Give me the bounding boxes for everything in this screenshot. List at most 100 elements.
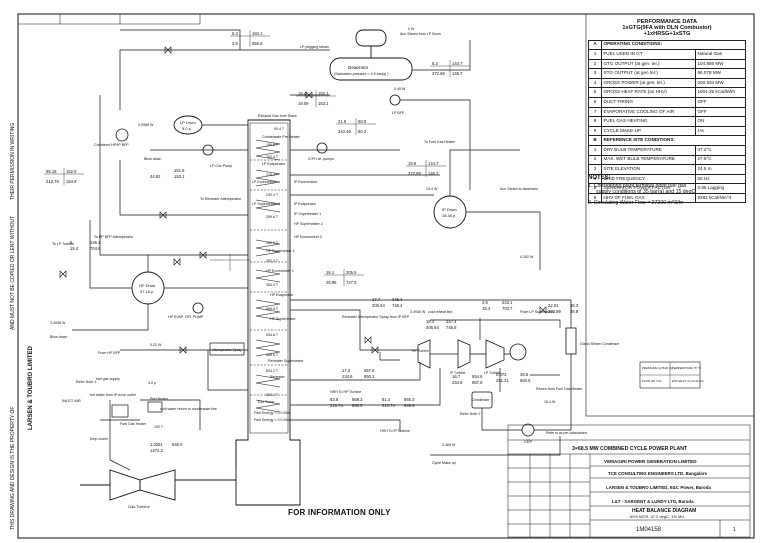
note-1b: supply conditions of 35 bar(a) and 15 de… xyxy=(596,189,696,195)
val-m6-p: 17.2 xyxy=(342,368,351,373)
fuel-gas-heater xyxy=(111,404,129,418)
val-to-lp-t: 245.1 xyxy=(90,240,101,245)
val-bfp-w: 272.99 xyxy=(408,171,421,176)
val-e2-t: 151.6 xyxy=(174,168,185,173)
legend-enthalpy: ENTHALPY (h) KCAL/KG xyxy=(672,379,704,383)
val-to-lp-w: 15.4 xyxy=(70,246,79,251)
label-refer-note-2: Refer Note 2 xyxy=(460,412,480,416)
label-to-lp-turbine: To LP Turbine xyxy=(52,242,74,246)
label-ip-econ: IP Economiser xyxy=(294,180,318,184)
label-exhaust: Exhaust Gas from Stack xyxy=(258,114,297,118)
hp-drum-sub: 97.18 p xyxy=(140,289,154,294)
tb-rev: 1 xyxy=(733,527,736,533)
temp-11: 534.8 T xyxy=(266,333,279,337)
label-emp-cooler: Emp cooler xyxy=(90,437,109,441)
val-m3-p: 4.9 xyxy=(482,300,488,305)
temp-10: 469.4 T xyxy=(266,307,279,311)
perf-row-index: 7 xyxy=(588,106,602,118)
performance-data: PERFORMANCE DATA 1xGTG(9FA with DLN Comb… xyxy=(588,19,746,204)
flow-3: 15.4 W xyxy=(426,187,438,191)
val-e1-p: 95.19 xyxy=(46,169,57,174)
temp-6: 259.8 T xyxy=(266,215,279,219)
temp-9: 383.4 T xyxy=(266,283,279,287)
label-exit-temp: Exit Temp xyxy=(258,400,274,404)
label-cycle-makeup: Cycle Make up xyxy=(432,461,456,465)
margin-text-4: THEIR PERMISSION IN WRITING xyxy=(10,123,16,200)
gas-turbine xyxy=(80,469,236,501)
val-m10-w: 210.74 xyxy=(382,403,395,408)
perf-row-value: Natural Gas xyxy=(695,49,746,60)
flow-1: 0.0989 W xyxy=(138,123,154,127)
val-m4-h: 36.8 xyxy=(570,309,579,314)
cep-label: CEP xyxy=(524,439,533,444)
margin-text-3: AND MUST NOT BE COPIED OR LENT WITHOUT xyxy=(10,216,16,330)
label-return-fuel: Return from Fuel Gas Heater xyxy=(536,387,583,391)
label-hp-sh1: HP Superheater 1 xyxy=(266,249,295,253)
val-m1-p: 18.1 xyxy=(326,270,335,275)
val-m9-w: 210.74 xyxy=(330,403,343,408)
label-blow-down-2: Blow down xyxy=(50,335,67,339)
perf-sub2: +1xHRSG+1xSTG xyxy=(643,30,691,37)
val-m7-h: 887.8 xyxy=(472,380,483,385)
ip-turbine-label: IP Turbine xyxy=(450,371,466,375)
icph-pump xyxy=(316,142,328,154)
val-m8-h: 650.5 xyxy=(520,378,531,383)
val-m6-t: 557.6 xyxy=(364,368,375,373)
val-m4-t: 36.3 xyxy=(570,303,579,308)
perf-section-id: B xyxy=(588,135,602,146)
legend-temperature: TEMPERATURE (T) °C xyxy=(672,366,701,370)
label-reheater-att-spray: Reheater Attemperator Spray from IP BFP xyxy=(342,315,410,319)
val-m3-w: 15.4 xyxy=(482,306,491,311)
combined-bfp-pump xyxy=(115,128,129,142)
tb-refer: Refer to as per calculations xyxy=(546,431,587,435)
perf-row-value: 104.856 MW xyxy=(695,58,746,70)
perf-row-value: 47.2°C xyxy=(695,144,746,156)
perf-row-label: SITE ELEVATION xyxy=(601,164,696,175)
val-gt-p: 1.0291 xyxy=(150,442,163,447)
flow-5: 0.282 W xyxy=(520,255,534,259)
legend-pressure: PRESSURE (p) BAR (A) xyxy=(642,366,673,370)
perf-row-value: OFF xyxy=(695,97,746,108)
val-lp-ext-p: 5.2 xyxy=(432,61,438,66)
val-gt-t: 648.9 xyxy=(172,442,183,447)
tb-drawing-no: 1M04158 xyxy=(636,527,662,533)
perf-heater xyxy=(147,401,163,413)
label-aux-dea: Aux Steam to deaerator xyxy=(500,187,539,191)
label-hp-evap-pump: HP EVAP. CIR. PUMP xyxy=(168,315,204,319)
val-e1-t: 152.9 xyxy=(66,169,77,174)
steam-turbines xyxy=(417,339,510,409)
val-m8-t: 39.5 xyxy=(520,372,529,377)
tb-client: VEMAGIRI POWER GENERATION LIMITED xyxy=(604,459,697,464)
temp-2: 150.6 T xyxy=(266,143,279,147)
temp-7: 305.0 T xyxy=(266,241,279,245)
perf-row-index: 4 xyxy=(588,77,602,89)
label-reheater: Reheater xyxy=(270,375,286,379)
val-m4-p: 22.01 xyxy=(548,303,559,308)
label-lp-sh: LP Superheater 1 xyxy=(252,202,280,206)
val-m2-p: 17.7 xyxy=(372,297,381,302)
temp-14: 600.1 T xyxy=(266,393,279,397)
val-lp-ext-w: 272.66 xyxy=(432,71,445,76)
label-fuel-energy-2: Fuel Energy = 0.0 MW xyxy=(254,418,290,422)
attemperator-label: Attemperator Spray xyxy=(212,348,242,352)
label-gland: Gland Steam Condenser xyxy=(580,342,620,346)
perf-row-label: DUCT FIRING xyxy=(601,97,696,108)
val-m9-t: 568.3 xyxy=(352,397,363,402)
label-blow-down-1: Blow down xyxy=(144,157,161,161)
legend-flow: FLOW (W) T/Hr xyxy=(642,379,662,383)
tb-drawing-title: HEAT BALANCE DIAGRAM xyxy=(632,508,696,514)
perf-row-label: MAX. WET BULB TEMPERATURE xyxy=(601,154,696,166)
flow-2: 0 W xyxy=(408,27,415,31)
perf-row-index: 2 xyxy=(588,58,602,70)
cep-pump xyxy=(521,423,535,437)
hp-turbine-label: HP Turbine xyxy=(412,349,429,353)
margin-text-2: LARSEN & TOUBRO LIMITED xyxy=(28,345,34,430)
perf-row-label: GROSS POWER (at gen. ter.) xyxy=(601,77,696,89)
val-d1-h: 153.1 xyxy=(318,101,329,106)
perf-row-index: 3 xyxy=(588,164,602,175)
